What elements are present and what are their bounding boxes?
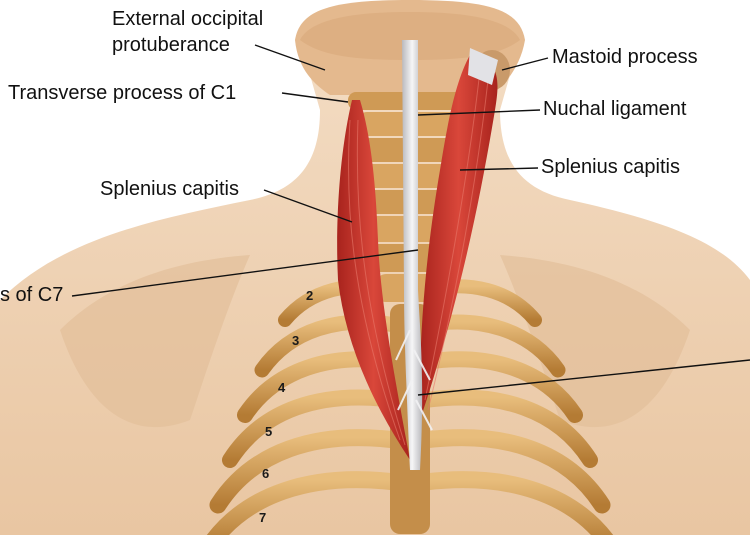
left-shoulder-shade <box>60 255 250 428</box>
rib-number-2: 2 <box>306 288 313 303</box>
rib-number-7: 7 <box>259 510 266 525</box>
leader-external-occipital <box>254 44 326 71</box>
leader-transverse-c1 <box>281 92 349 103</box>
leader-mastoid <box>501 57 549 71</box>
rib-number-5: 5 <box>265 424 272 439</box>
leader-splenius-right <box>459 167 539 171</box>
rib-number-6: 6 <box>262 466 269 481</box>
leader-nuchal <box>417 109 541 116</box>
rib-number-3: 3 <box>292 333 299 348</box>
rib-6-right <box>416 429 611 514</box>
leader-splenius-left <box>263 189 353 223</box>
splenius-capitis-left-muscle <box>337 100 410 460</box>
leader-lines <box>71 44 750 396</box>
ligament-fringes <box>395 329 433 431</box>
rib-6-left <box>209 429 404 514</box>
rib-number-4: 4 <box>278 380 286 395</box>
leader-lower-right <box>417 359 750 396</box>
rib-4-right <box>417 351 583 423</box>
right-shoulder-shade <box>500 255 690 428</box>
rib-5-left <box>222 389 403 468</box>
rib-7-left <box>206 471 404 535</box>
rib-7-right <box>416 471 614 535</box>
rib-5-right <box>417 389 598 468</box>
label-nuchal-ligament: Nuchal ligament <box>543 98 687 120</box>
label-spinous-process-c7: s of C7 <box>0 284 64 306</box>
label-transverse-process-c1: Transverse process of C1 <box>8 82 237 104</box>
leader-c7 <box>71 249 419 297</box>
label-mastoid-process: Mastoid process <box>552 46 698 68</box>
muscle-fibers <box>347 69 489 446</box>
label-splenius-capitis-right: Splenius capitis <box>541 156 680 178</box>
label-external-occipital-line1: External occipital <box>112 8 264 30</box>
nuchal-ligament-band <box>402 40 423 470</box>
label-external-occipital-line2: protuberance <box>112 34 230 56</box>
label-splenius-capitis-left: Splenius capitis <box>100 178 239 200</box>
mastoid-tendon <box>468 48 498 85</box>
skull-shading <box>300 12 520 60</box>
